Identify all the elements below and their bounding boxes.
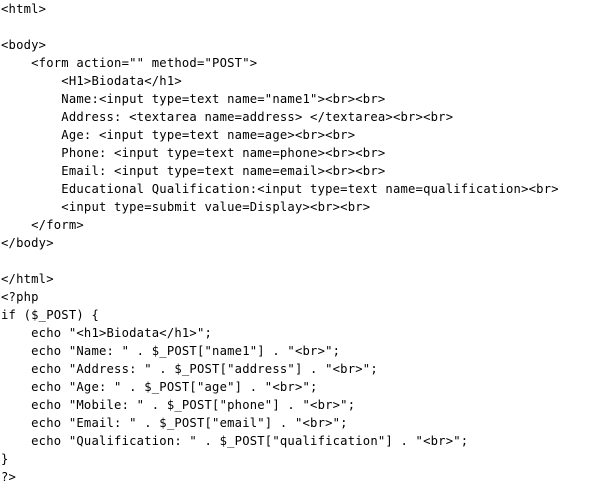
code-line-27: ?> <box>1 470 17 484</box>
code-line-6: Name:<input type=text name="name1"><br><… <box>1 92 386 106</box>
code-line-23: echo "Mobile: " . $_POST["phone"] . "<br… <box>1 398 356 412</box>
code-line-7: Address: <textarea name=address> </texta… <box>1 110 454 124</box>
code-line-3: <body> <box>1 38 47 52</box>
code-line-25: echo "Qualification: " . $_POST["qualifi… <box>1 434 469 448</box>
code-line-1: <html> <box>1 2 47 16</box>
code-line-18: if ($_POST) { <box>1 308 99 322</box>
code-line-15 <box>0 252 597 270</box>
code-line-13: </form> <box>1 218 84 232</box>
code-line-5: <H1>Biodata</h1> <box>1 74 182 88</box>
code-line-20: echo "Name: " . $_POST["name1"] . "<br>"… <box>1 344 341 358</box>
code-line-24: echo "Email: " . $_POST["email"] . "<br>… <box>1 416 348 430</box>
code-line-26: } <box>1 452 9 466</box>
code-line-12: <input type=submit value=Display><br><br… <box>1 200 371 214</box>
code-line-21: echo "Address: " . $_POST["address"] . "… <box>1 362 378 376</box>
code-line-4: <form action="" method="POST"> <box>1 56 258 70</box>
code-line-10: Email: <input type=text name=email><br><… <box>1 164 386 178</box>
code-line-16: </html> <box>1 272 54 286</box>
code-line-19: echo "<h1>Biodata</h1>"; <box>1 326 213 340</box>
code-line-8: Age: <input type=text name=age><br><br> <box>1 128 356 142</box>
code-line-17: <?php <box>1 290 39 304</box>
code-line-14: </body> <box>1 236 54 250</box>
code-line-11: Educational Qualification:<input type=te… <box>1 182 559 196</box>
code-line-9: Phone: <input type=text name=phone><br><… <box>1 146 386 160</box>
code-line-22: echo "Age: " . $_POST["age"] . "<br>"; <box>1 380 318 394</box>
code-line-2 <box>0 18 597 36</box>
